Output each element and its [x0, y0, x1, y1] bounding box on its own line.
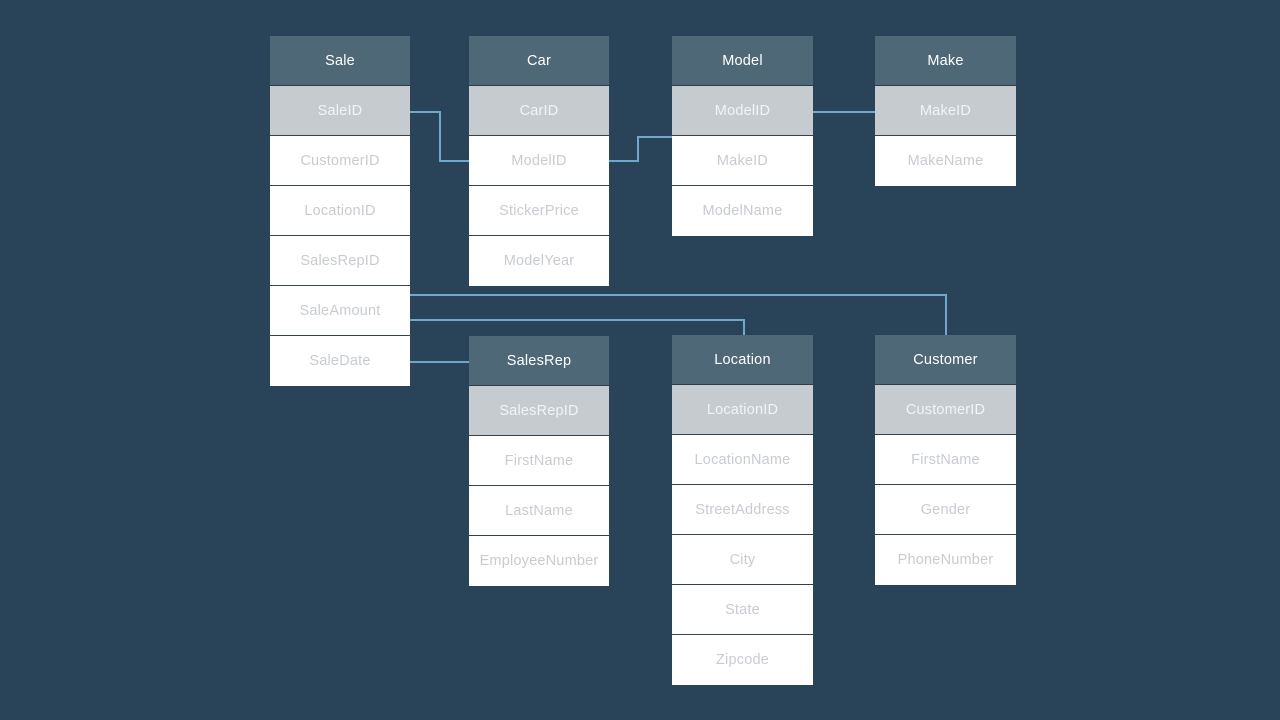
attribute-row-customer-phonenumber[interactable]: PhoneNumber — [875, 535, 1016, 585]
entity-title-location: Location — [672, 335, 813, 385]
attribute-row-location-state[interactable]: State — [672, 585, 813, 635]
entity-title-sale: Sale — [270, 36, 410, 86]
entity-title-model: Model — [672, 36, 813, 86]
relationship-line-sale-customer — [409, 294, 947, 336]
relationship-line-sale-car — [409, 111, 470, 162]
entity-title-make: Make — [875, 36, 1016, 86]
attribute-row-model-modelname[interactable]: ModelName — [672, 186, 813, 236]
attribute-row-location-streetaddress[interactable]: StreetAddress — [672, 485, 813, 535]
primary-key-row-location-locationid[interactable]: LocationID — [672, 385, 813, 435]
attribute-row-location-zipcode[interactable]: Zipcode — [672, 635, 813, 685]
attribute-row-car-modelyear[interactable]: ModelYear — [469, 236, 609, 286]
attribute-row-sale-saleamount[interactable]: SaleAmount — [270, 286, 410, 336]
attribute-row-salesrep-employeenumber[interactable]: EmployeeNumber — [469, 536, 609, 586]
attribute-row-salesrep-firstname[interactable]: FirstName — [469, 436, 609, 486]
relationship-line-sale-location — [409, 319, 745, 336]
primary-key-row-customer-customerid[interactable]: CustomerID — [875, 385, 1016, 435]
attribute-row-sale-salesrepid[interactable]: SalesRepID — [270, 236, 410, 286]
attribute-row-location-locationname[interactable]: LocationName — [672, 435, 813, 485]
primary-key-row-car-carid[interactable]: CarID — [469, 86, 609, 136]
primary-key-row-salesrep-salesrepid[interactable]: SalesRepID — [469, 386, 609, 436]
entity-title-customer: Customer — [875, 335, 1016, 385]
relationship-line-car-model — [608, 136, 673, 162]
primary-key-row-sale-saleid[interactable]: SaleID — [270, 86, 410, 136]
attribute-row-make-makename[interactable]: MakeName — [875, 136, 1016, 186]
attribute-row-salesrep-lastname[interactable]: LastName — [469, 486, 609, 536]
attribute-row-sale-locationid[interactable]: LocationID — [270, 186, 410, 236]
entity-title-salesrep: SalesRep — [469, 336, 609, 386]
attribute-row-customer-firstname[interactable]: FirstName — [875, 435, 1016, 485]
attribute-row-car-modelid[interactable]: ModelID — [469, 136, 609, 186]
attribute-row-location-city[interactable]: City — [672, 535, 813, 585]
attribute-row-model-makeid[interactable]: MakeID — [672, 136, 813, 186]
attribute-row-sale-customerid[interactable]: CustomerID — [270, 136, 410, 186]
primary-key-row-model-modelid[interactable]: ModelID — [672, 86, 813, 136]
attribute-row-car-stickerprice[interactable]: StickerPrice — [469, 186, 609, 236]
entity-title-car: Car — [469, 36, 609, 86]
attribute-row-sale-saledate[interactable]: SaleDate — [270, 336, 410, 386]
attribute-row-customer-gender[interactable]: Gender — [875, 485, 1016, 535]
primary-key-row-make-makeid[interactable]: MakeID — [875, 86, 1016, 136]
